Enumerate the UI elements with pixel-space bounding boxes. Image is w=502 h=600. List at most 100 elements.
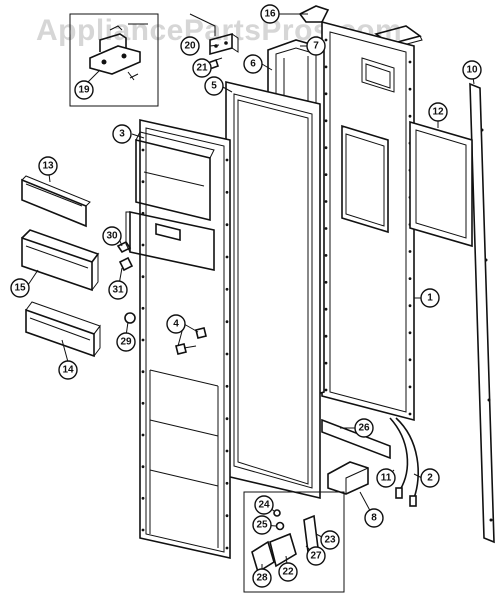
liner-screw-hole	[141, 496, 145, 500]
liner-screw-hole	[225, 417, 229, 421]
liner-screw-hole	[141, 528, 145, 532]
callout-5: 5	[204, 76, 224, 96]
callout-labels: 1 2 3 4 5 6 7 8 10 11 12 13 14 15 16 19 …	[10, 4, 482, 588]
callout-13: 13	[38, 156, 58, 176]
hinge-inset	[69, 13, 159, 107]
callout-7: 7	[306, 36, 326, 56]
liner-screw-hole	[225, 449, 229, 453]
svg-text:31: 31	[112, 285, 124, 296]
svg-text:1: 1	[427, 293, 433, 304]
callout-30: 30	[102, 226, 122, 246]
door-screw-hole	[408, 304, 412, 308]
door-liner	[125, 119, 231, 559]
liner-screw-hole	[225, 481, 229, 485]
door-screw-hole	[408, 250, 412, 253]
liner-screw-hole	[225, 255, 229, 259]
outer-door-panel	[321, 20, 415, 422]
liner-screw-hole	[141, 275, 145, 279]
svg-text:6: 6	[250, 59, 256, 70]
door-screw-hole	[408, 87, 412, 91]
liner-screw-hole	[141, 433, 145, 437]
liner-screw-hole	[225, 384, 229, 388]
dispenser-panel	[409, 120, 473, 248]
callout-28: 28	[252, 568, 272, 588]
door-screw-hole	[324, 173, 328, 177]
callout-25: 25	[252, 515, 272, 535]
callout-1: 1	[420, 288, 440, 308]
door-screw-hole	[324, 307, 328, 311]
liner-screw-hole	[141, 401, 145, 405]
callout-4: 4	[166, 314, 186, 334]
svg-text:12: 12	[432, 107, 444, 118]
svg-text:26: 26	[358, 423, 370, 434]
door-screw-hole	[324, 388, 328, 392]
callout-10: 10	[462, 60, 482, 80]
door-screw-hole	[324, 146, 328, 150]
callout-15: 15	[10, 278, 30, 298]
door-screw-hole	[324, 119, 328, 123]
door-screw-hole	[324, 227, 328, 230]
callout-21: 21	[192, 58, 212, 78]
liner-screw-hole	[141, 211, 145, 215]
door-screw-hole	[324, 200, 328, 203]
callout-11: 11	[376, 468, 396, 488]
liner-screw-hole	[141, 465, 145, 469]
svg-text:4: 4	[173, 319, 179, 330]
door-screw-hole	[324, 38, 328, 42]
door-screw-hole	[408, 385, 412, 389]
callout-14: 14	[58, 360, 78, 380]
door-bins	[21, 175, 101, 358]
trim-strip	[469, 82, 495, 544]
liner-screw-hole	[225, 190, 229, 194]
callout-3: 3	[112, 124, 132, 144]
liner-screw-hole	[225, 223, 229, 227]
svg-text:13: 13	[42, 161, 54, 172]
liner-screw-hole	[225, 514, 229, 518]
liner-screw-hole	[225, 158, 229, 162]
callout-26: 26	[354, 418, 374, 438]
svg-text:10: 10	[466, 65, 478, 76]
callout-29: 29	[116, 332, 136, 352]
door-screw-hole	[324, 280, 328, 284]
callout-2: 2	[420, 468, 440, 488]
svg-text:11: 11	[381, 473, 392, 484]
door-screw-hole	[324, 361, 328, 365]
liner-screw-hole	[141, 243, 145, 247]
liner-screw-hole	[141, 306, 145, 310]
callout-24: 24	[254, 495, 274, 515]
svg-text:30: 30	[106, 231, 118, 242]
svg-text:23: 23	[324, 535, 336, 546]
callout-22: 22	[278, 562, 298, 582]
svg-text:5: 5	[211, 81, 217, 92]
door-screw-hole	[408, 114, 412, 118]
bottom-parts	[321, 417, 419, 507]
liner-screw-hole	[141, 338, 145, 342]
svg-text:16: 16	[264, 9, 276, 20]
svg-text:2: 2	[427, 473, 433, 484]
svg-text:3: 3	[119, 129, 125, 140]
callout-23: 23	[320, 530, 340, 550]
svg-text:27: 27	[310, 551, 322, 562]
callout-27: 27	[306, 546, 326, 566]
door-screw-hole	[408, 412, 412, 416]
callout-20: 20	[180, 36, 200, 56]
svg-text:21: 21	[196, 63, 208, 74]
door-screw-hole	[408, 277, 412, 280]
svg-text:22: 22	[282, 567, 294, 578]
svg-text:14: 14	[62, 365, 74, 376]
door-screw-hole	[324, 254, 328, 257]
door-screw-hole	[324, 65, 328, 69]
liner-screw-hole	[141, 148, 145, 152]
callout-6: 6	[243, 54, 263, 74]
svg-text:25: 25	[256, 520, 268, 531]
callout-8: 8	[364, 508, 384, 528]
svg-text:20: 20	[184, 41, 196, 52]
door-screw-hole	[408, 60, 412, 64]
callout-31: 31	[108, 280, 128, 300]
liner-screw-hole	[225, 320, 229, 324]
door-gasket	[225, 80, 321, 500]
svg-text:15: 15	[14, 283, 26, 294]
liner-screw-hole	[225, 287, 229, 291]
door-screw-hole	[324, 334, 328, 338]
